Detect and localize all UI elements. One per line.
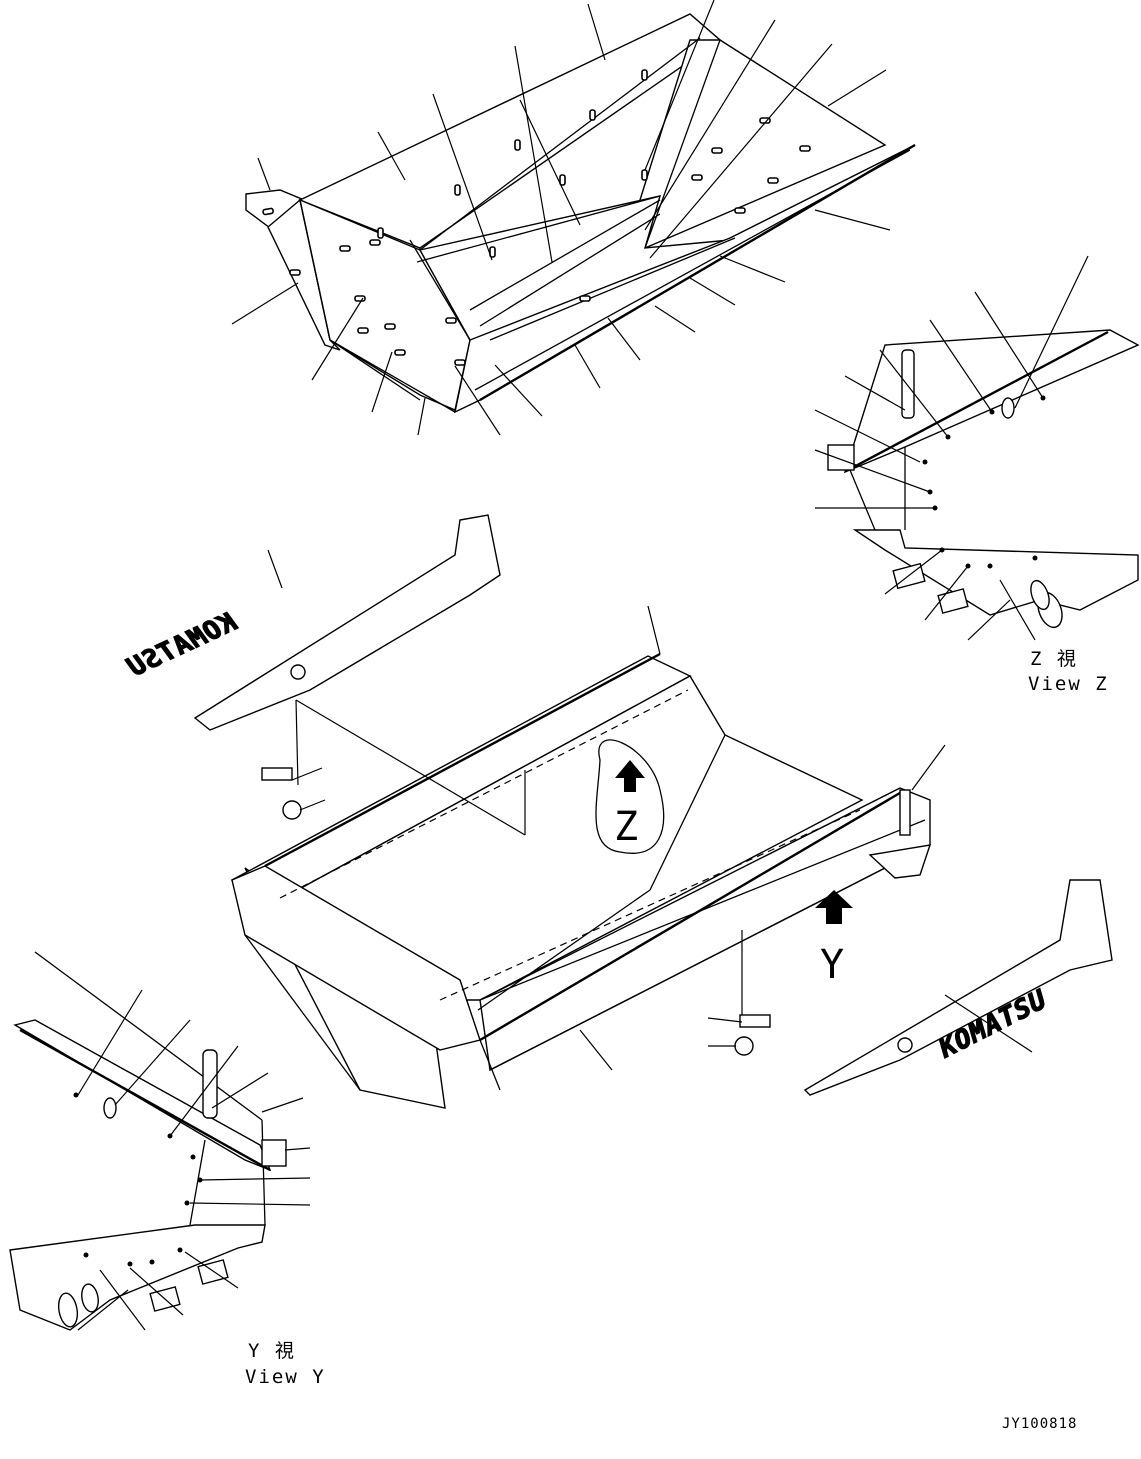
view-z-kanji: Z 視 (1030, 648, 1078, 670)
arrow-z-letter: Z (614, 804, 638, 850)
right-arm-outline (803, 879, 1113, 1096)
left-arm-outline (193, 514, 501, 731)
view-z-label: View Z (1028, 673, 1109, 695)
right-side-liner (639, 39, 887, 250)
left-decal-bolt (282, 800, 302, 820)
left-decal-clip (261, 767, 293, 781)
hidden-line-1 (279, 689, 689, 899)
body-right-rail (479, 787, 931, 1072)
arrow-y-icon (815, 890, 853, 924)
dump-body-assembly: Z Y (230, 605, 946, 1109)
hidden-line-2 (439, 809, 861, 1001)
arrow-z-cloud (595, 739, 665, 854)
view-z-eye (1001, 397, 1015, 419)
body-pivot-bracket (868, 844, 932, 879)
view-y-eye (103, 1097, 117, 1119)
view-y-plate (261, 1139, 287, 1167)
view-z-floor (852, 529, 1139, 616)
left-komatsu-decal: KOMATSU (122, 607, 242, 684)
right-decal-bolt (734, 1036, 754, 1056)
left-side-liner (267, 198, 341, 351)
liner-slots (262, 69, 811, 366)
arrow-z-icon (615, 760, 645, 792)
view-z-rail (843, 329, 1140, 474)
drawing-code: JY100818 (1002, 1416, 1077, 1432)
arrow-y-letter: Y (820, 942, 844, 988)
view-y-kanji: Y 視 (248, 1340, 296, 1362)
view-y-detail: Y 視 View Y (9, 951, 326, 1388)
view-z-slot (901, 349, 915, 419)
body-rail-decal (899, 789, 911, 836)
body-liner-view (231, 0, 916, 436)
leader-lines-top (231, 0, 891, 436)
view-z-plate (827, 444, 855, 471)
right-decal-clip (739, 1014, 771, 1028)
view-y-label: View Y (245, 1366, 326, 1388)
view-z-detail: Z 視 View Z (814, 255, 1140, 695)
